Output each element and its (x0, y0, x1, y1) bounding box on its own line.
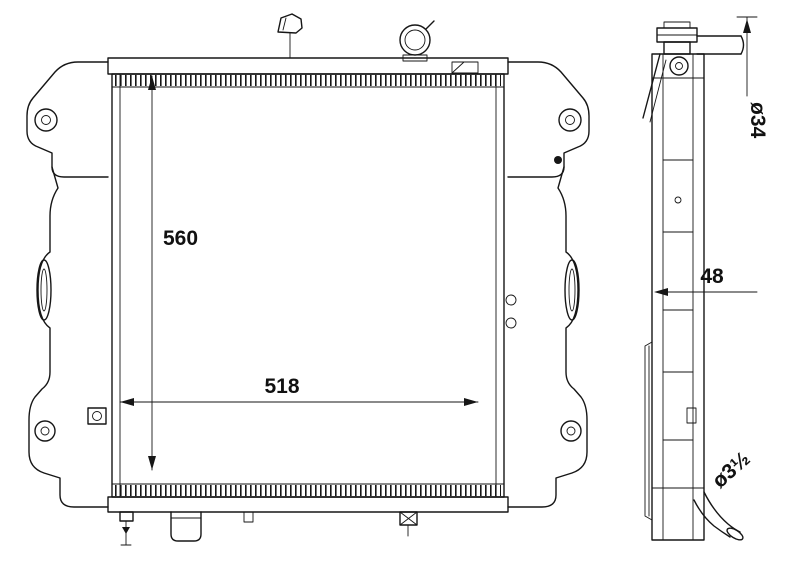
side-view: ø34 48 ø3½ (642, 16, 769, 541)
front-view: 560 518 (26, 13, 590, 546)
dim-height-label: 560 (163, 227, 198, 250)
mounting-hole (34, 420, 56, 442)
bottom-outlet-pipe (170, 511, 202, 542)
arrowhead-left (654, 288, 668, 296)
mounting-hole (34, 108, 58, 132)
dimension-width: 518 (119, 375, 479, 406)
side-plate-right (505, 166, 588, 508)
mounting-hole (558, 108, 582, 132)
dimension-depth: 48 (654, 265, 758, 296)
dimension-outlet-diameter: ø3½ (708, 447, 755, 492)
dim-width-label: 518 (264, 375, 299, 398)
side-filler-cap (656, 21, 698, 76)
slot (564, 259, 580, 321)
side-plate-left (28, 166, 109, 508)
bracket-boss (669, 56, 689, 76)
side-fitting (87, 407, 107, 425)
dim-outlet-label: ø3½ (708, 447, 755, 492)
arrowhead-down (148, 456, 156, 470)
slot (36, 259, 52, 321)
dim-depth-label: 48 (700, 265, 724, 288)
inlet-port (696, 35, 745, 55)
top-tank (107, 57, 509, 75)
core (111, 73, 505, 498)
drain-plug (119, 511, 134, 546)
mounting-bracket-top-left (26, 61, 109, 178)
dimension-height: 560 (148, 75, 198, 471)
arrowhead-up (148, 76, 156, 90)
lower-hose-elbow (693, 491, 744, 541)
arrowhead-up (743, 19, 751, 33)
mounting-hole (560, 420, 582, 442)
bottom-tab (243, 511, 254, 523)
dimension-inlet-diameter: ø34 (736, 16, 769, 139)
filler-cap (399, 20, 435, 62)
rivet (554, 156, 562, 164)
bottom-fitting (399, 511, 418, 537)
mounting-bracket-top-right (507, 61, 590, 178)
top-boss (451, 61, 479, 74)
side-body (642, 53, 705, 541)
arrowhead-right (464, 398, 478, 406)
bottom-tank (107, 496, 509, 513)
overflow-cap (277, 13, 303, 59)
dim-inlet-label: ø34 (746, 102, 769, 139)
arrowhead-left (120, 398, 134, 406)
